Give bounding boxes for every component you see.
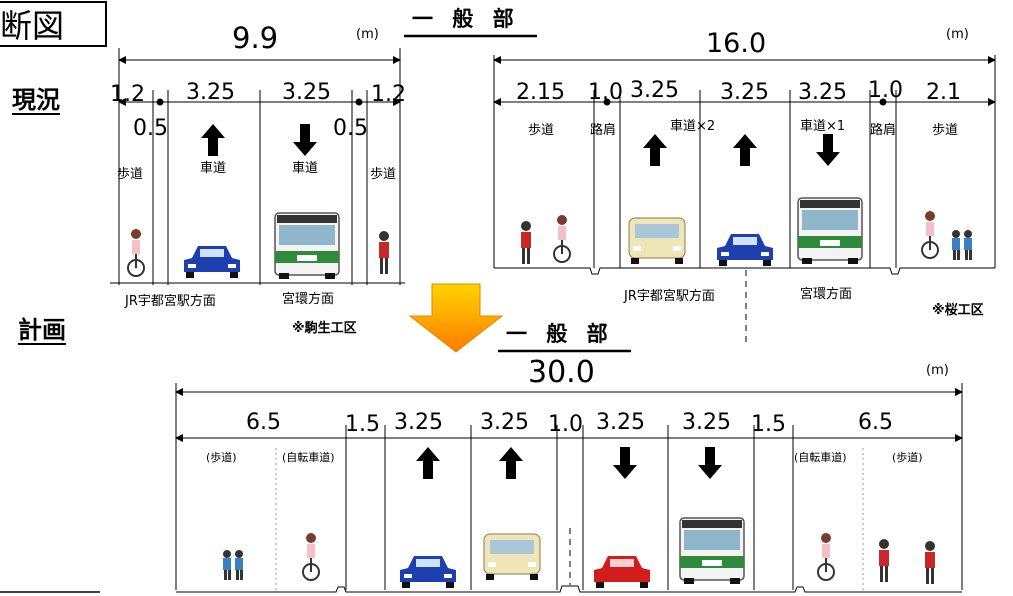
current-label: 現況 [12,86,60,114]
section-header-general: 一 般 部 [412,7,520,31]
width-label: 1.5 [751,412,786,437]
up-arrow-icon [643,134,667,166]
car-icon [184,246,240,278]
width-label: 1.0 [548,412,583,437]
direction-label: 宮環方面 [282,292,335,307]
lane-label: (歩道) [206,451,237,464]
width-label: 3.25 [186,80,235,105]
width-label: 1.0 [868,78,903,103]
lane-label: 路肩 [870,123,897,138]
down-arrow-icon [698,447,722,479]
cyclist-icon [127,228,145,277]
width-label: 3.25 [480,410,529,435]
width-label: 1.2 [371,82,406,107]
section-note: ※駒生工区 [292,321,357,336]
total-width-current-left: 9.9 [232,21,279,55]
car-icon [594,556,650,588]
pedestrian-icon [879,539,889,582]
van-icon [483,533,541,581]
section-note: ※桜工区 [932,303,984,318]
width-label: 3.25 [282,80,331,105]
current-right-section [493,55,996,345]
lane-label: 車道 [200,161,227,176]
lane-label: 車道×2 [670,119,716,134]
down-arrow-icon [613,447,637,479]
bus-icon [274,212,340,280]
up-arrow-icon [416,447,440,479]
pedestrian-icon [379,231,389,274]
total-width-current-right: 16.0 [706,28,767,59]
unit-label: (m) [946,27,969,42]
width-label: 1.2 [110,82,145,107]
up-arrow-icon [499,447,523,479]
up-arrow-icon [201,124,225,156]
lane-label: (歩道) [892,451,923,464]
down-arrow-icon [816,134,840,166]
plan-label: 計画 [18,316,66,344]
width-label: 3.25 [798,80,847,105]
width-label: 6.5 [246,410,281,435]
lane-label: 車道×1 [800,119,846,134]
current-left-section [110,48,405,285]
lane-label: 車道 [292,161,319,176]
direction-label: JR宇都宮駅方面 [125,294,216,309]
width-label: 3.25 [630,78,679,103]
lane-label: (自転車道) [794,451,847,464]
width-label: 1.5 [345,412,380,437]
bus-icon [679,517,745,585]
title-box [0,1,107,47]
cyclist-icon [553,214,571,263]
width-label: 1.0 [588,80,623,105]
width-label: 3.25 [720,80,769,105]
lane-label: (自転車道) [282,451,335,464]
direction-label: JR宇都宮駅方面 [624,289,715,304]
transition-arrow-icon [408,283,504,353]
total-width-plan: 30.0 [528,355,595,390]
cyclist-icon [817,532,835,581]
pedestrian-icon [952,230,972,260]
plan-section [175,383,963,593]
page-title: 断図 [0,7,65,45]
width-label: 2.15 [516,80,565,105]
width-label: 3.25 [596,410,645,435]
width-label: 0.5 [333,116,368,141]
pedestrian-icon [925,541,935,584]
van-icon [628,217,686,265]
section-header-general-plan: 一 般 部 [506,322,614,346]
up-arrow-icon [733,134,757,166]
lane-label: 歩道 [117,167,144,182]
unit-label: (m) [356,27,379,42]
direction-label: 宮環方面 [800,287,853,302]
car-icon [717,234,773,266]
width-label: 2.1 [926,80,961,105]
lane-label: 歩道 [370,167,397,182]
width-label: 3.25 [394,410,443,435]
lane-label: 路肩 [590,123,617,138]
bus-icon [797,197,863,265]
lane-label: 歩道 [932,123,959,138]
lane-label: 歩道 [528,123,555,138]
cyclist-icon [302,532,320,581]
width-label: 0.5 [133,116,168,141]
unit-label: (m) [926,363,949,378]
car-icon [400,556,456,588]
cyclist-icon [921,210,939,259]
width-label: 3.25 [682,410,731,435]
pedestrian-icon [223,550,243,580]
width-label: 6.5 [858,410,893,435]
down-arrow-icon [293,124,317,156]
pedestrian-icon [521,221,531,264]
